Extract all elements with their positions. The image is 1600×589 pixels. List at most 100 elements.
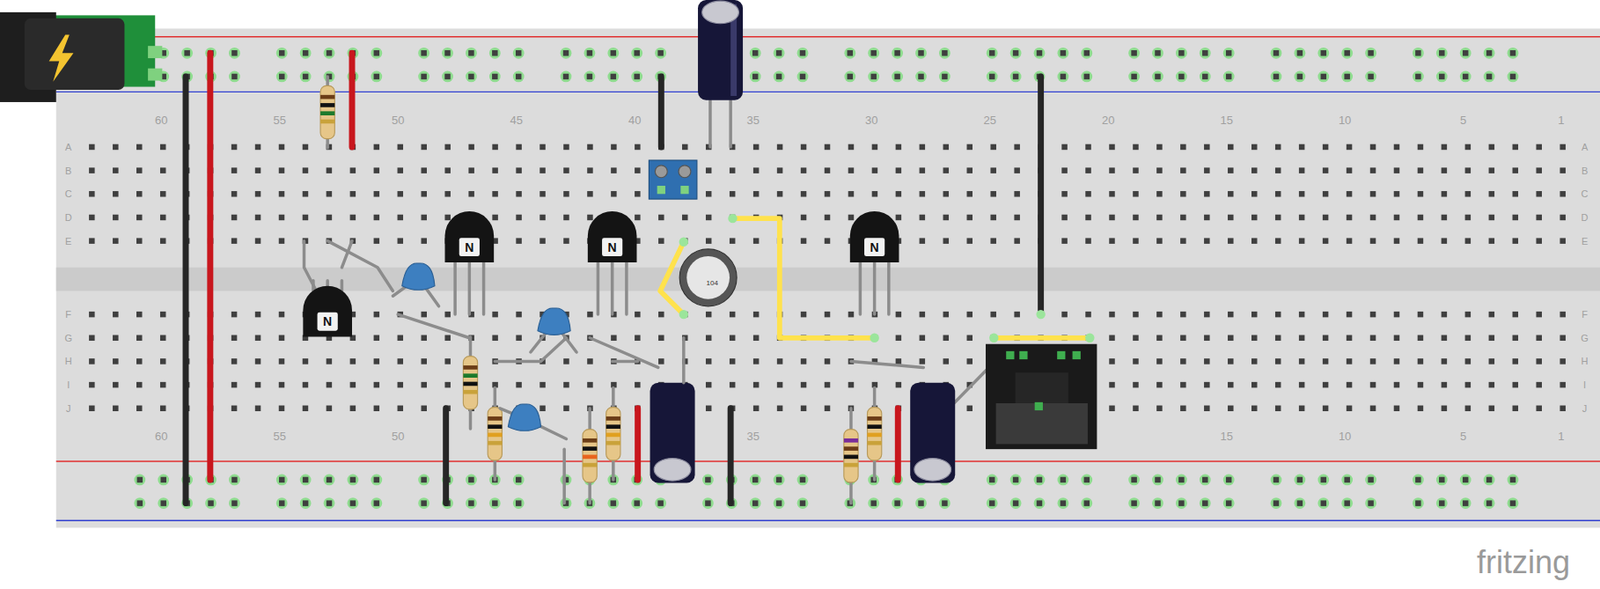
hole xyxy=(1535,358,1542,364)
hole xyxy=(587,381,593,388)
hole xyxy=(563,381,569,388)
rail-hole xyxy=(491,499,498,506)
hole xyxy=(1417,190,1424,197)
rail-hole xyxy=(1060,50,1066,56)
rail-hole xyxy=(1321,477,1327,483)
hole xyxy=(88,381,95,388)
hole xyxy=(231,405,237,412)
rail-hole-ring xyxy=(631,47,643,59)
rail-hole xyxy=(800,477,806,483)
hole xyxy=(848,167,854,173)
hole xyxy=(112,335,118,341)
hole xyxy=(1203,405,1210,412)
resistor-band xyxy=(606,416,621,421)
hole xyxy=(397,358,404,364)
hole xyxy=(1559,190,1565,197)
hole xyxy=(515,214,522,221)
hole xyxy=(136,237,142,243)
hole xyxy=(88,237,95,243)
rail-hole-ring xyxy=(1294,474,1307,486)
hole xyxy=(1465,335,1471,341)
hole xyxy=(1251,335,1257,341)
rail-hole-ring xyxy=(1483,47,1496,59)
rail-hole-ring xyxy=(323,47,336,59)
hole xyxy=(1085,144,1091,150)
hole xyxy=(990,190,996,197)
rail-hole-ring xyxy=(1034,497,1046,509)
hole xyxy=(682,144,688,150)
hole xyxy=(943,214,949,221)
hole xyxy=(1108,144,1115,150)
rail-hole xyxy=(515,499,522,506)
pin xyxy=(147,45,162,59)
hole xyxy=(967,214,973,221)
hole xyxy=(160,167,166,173)
hole xyxy=(1299,405,1305,412)
resistor-body xyxy=(462,356,478,410)
hole xyxy=(231,335,237,341)
row-letter: J xyxy=(1582,403,1588,413)
hole xyxy=(610,190,617,197)
hole xyxy=(895,381,902,388)
lightning-bolt xyxy=(49,34,74,81)
ceramic-capacitor xyxy=(402,263,435,290)
hole xyxy=(231,311,237,317)
hole xyxy=(1132,214,1138,221)
rail-hole xyxy=(231,73,237,80)
hole xyxy=(231,237,237,243)
hole xyxy=(88,405,95,412)
hole xyxy=(729,335,735,341)
hole xyxy=(943,311,949,317)
hole xyxy=(729,311,735,317)
hole xyxy=(919,214,925,221)
hole xyxy=(1465,214,1471,221)
hole xyxy=(1180,190,1186,197)
rail-hole-ring xyxy=(867,71,880,83)
rail-hole-ring xyxy=(1199,474,1212,486)
rail-hole xyxy=(894,499,900,506)
hole xyxy=(1299,144,1305,150)
hole xyxy=(848,311,854,317)
hole xyxy=(1512,167,1519,173)
rail-hole xyxy=(587,50,593,56)
rail-hole-ring xyxy=(915,71,927,83)
rail-hole-ring xyxy=(773,71,786,83)
hole xyxy=(1535,237,1542,243)
hole xyxy=(397,144,404,150)
rail-hole xyxy=(278,73,285,80)
rail-hole-ring xyxy=(513,47,525,59)
resistor-body xyxy=(844,429,859,483)
hole xyxy=(824,167,830,173)
hole xyxy=(444,167,450,173)
hole xyxy=(1322,358,1329,364)
rail-hole xyxy=(1130,50,1137,56)
hole xyxy=(1299,237,1305,243)
rail-hole xyxy=(1202,50,1208,56)
hole xyxy=(1465,311,1471,317)
rail-hole xyxy=(989,73,995,80)
wire xyxy=(442,408,449,504)
hole xyxy=(397,335,404,341)
rail-hole-ring xyxy=(1341,71,1353,83)
rail-hole-ring xyxy=(276,47,288,59)
row-letter: C xyxy=(1581,189,1589,199)
hole xyxy=(515,311,522,317)
hole xyxy=(350,381,356,388)
hole xyxy=(1251,214,1257,221)
rail-hole-ring xyxy=(891,71,903,83)
hole xyxy=(112,381,118,388)
hole xyxy=(160,311,166,317)
hole xyxy=(587,311,593,317)
rail-hole xyxy=(1154,50,1160,56)
hole xyxy=(919,144,925,150)
hole xyxy=(658,335,664,341)
rail-hole xyxy=(302,477,309,483)
hole xyxy=(1417,167,1424,173)
hole xyxy=(1346,405,1352,412)
rail-hole xyxy=(515,477,522,483)
hole xyxy=(444,214,450,221)
hole xyxy=(705,190,712,197)
hole xyxy=(88,144,95,150)
hole xyxy=(1061,311,1067,317)
resistor-band xyxy=(867,440,882,446)
